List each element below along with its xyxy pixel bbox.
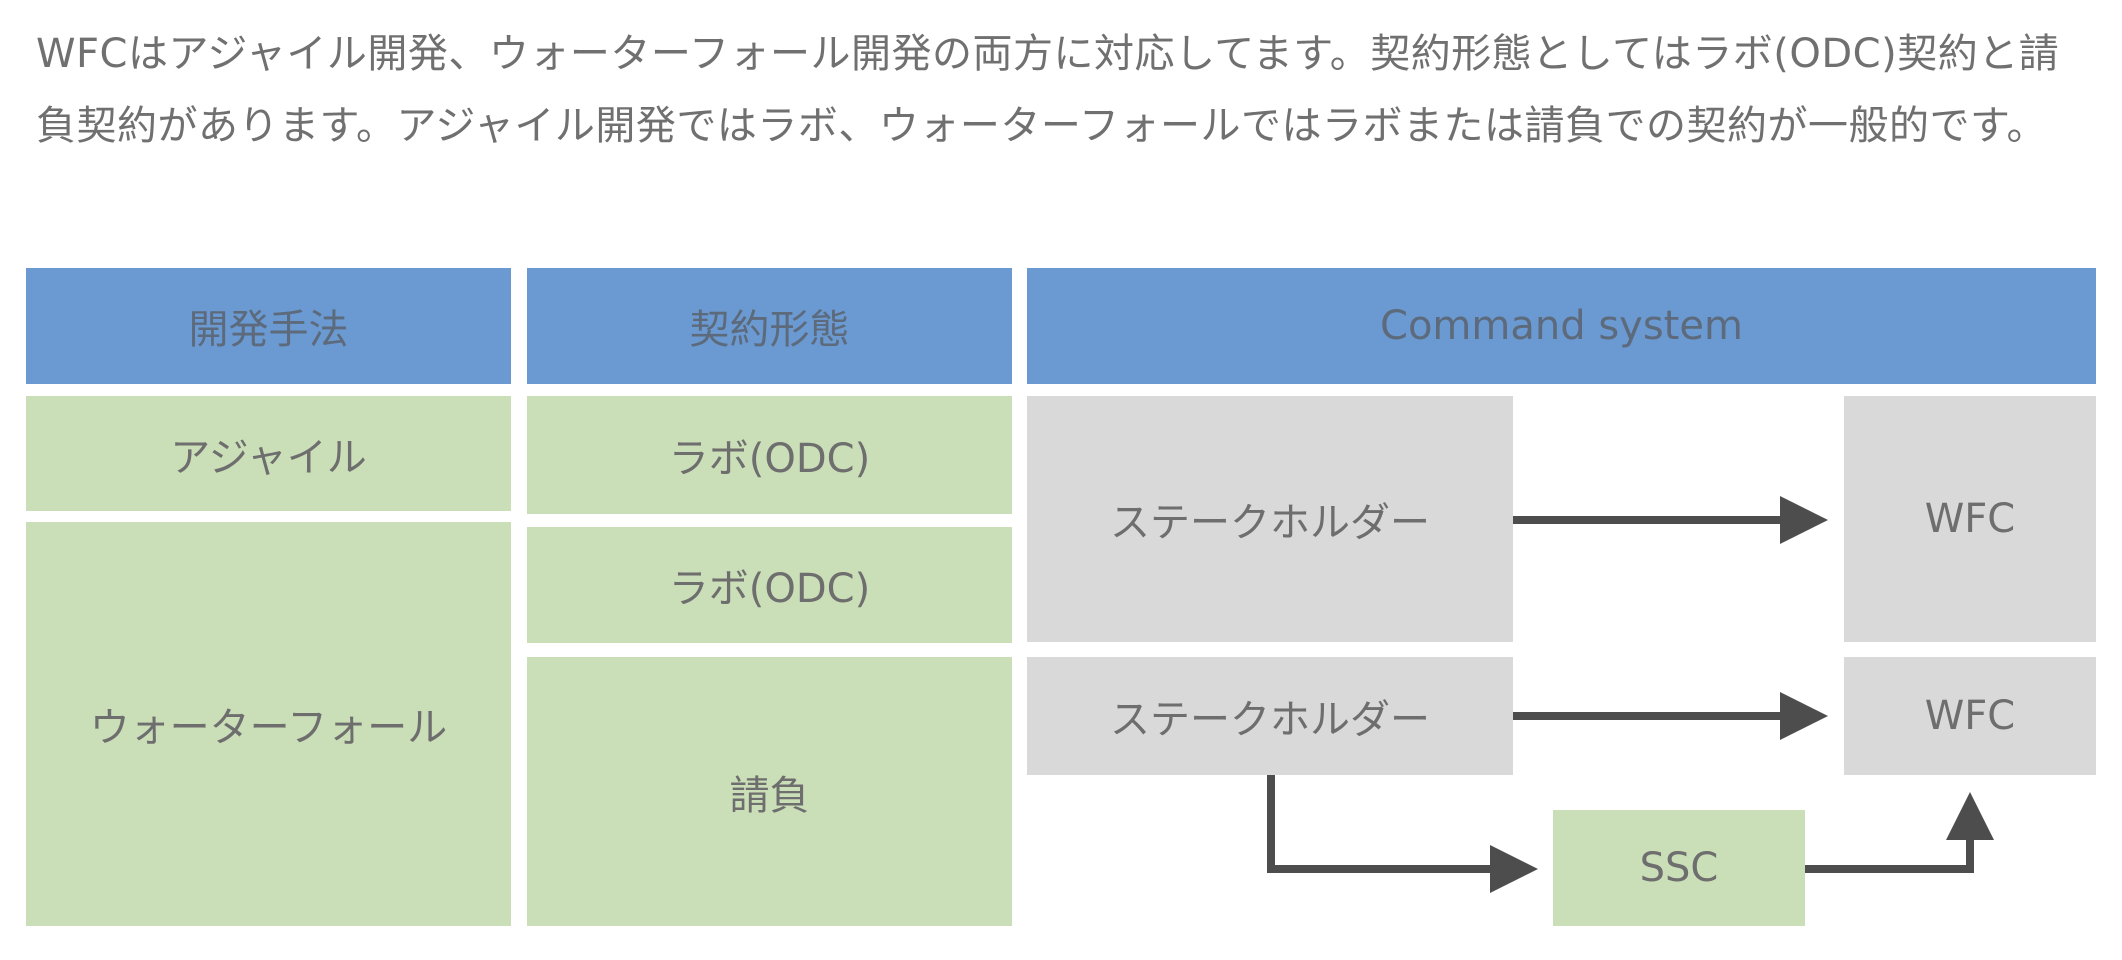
arrow-stakeholder2-to-ssc [1267,775,1538,893]
stakeholder-box-2: ステークホルダー [1027,657,1513,775]
stakeholder-box-1: ステークホルダー [1027,396,1513,642]
contract-ukeoi: 請負 [527,657,1012,926]
header-contract: 契約形態 [527,268,1012,384]
header-command-system: Command system [1027,268,2096,384]
method-waterfall: ウォーターフォール [26,522,511,926]
header-method: 開発手法 [26,268,511,384]
wfc-box-2: WFC [1844,657,2096,775]
contract-lab-agile: ラボ(ODC) [527,396,1012,514]
wfc-box-1: WFC [1844,396,2096,642]
contract-lab-waterfall: ラボ(ODC) [527,527,1012,643]
intro-paragraph: WFCはアジャイル開発、ウォーターフォール開発の両方に対応してます。契約形態とし… [36,31,2060,149]
arrow-ssc-to-wfc2 [1805,792,1994,873]
method-agile: アジャイル [26,396,511,511]
ssc-box: SSC [1553,810,1805,926]
